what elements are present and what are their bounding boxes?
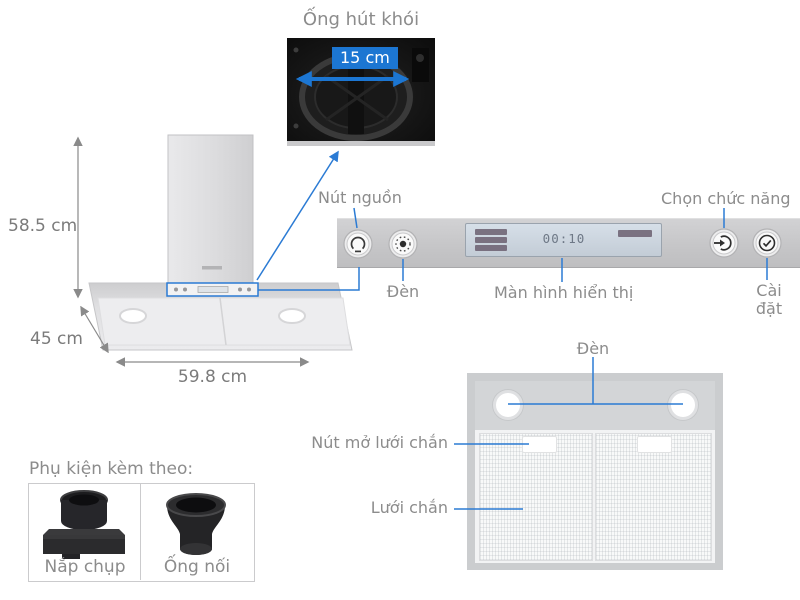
dimension-depth: 45 cm: [30, 329, 83, 349]
duct-pointer-line: [256, 150, 339, 281]
lcd-indicator-block: [475, 229, 507, 235]
underside-light-label: Đèn: [576, 339, 610, 358]
dimension-width: 59.8 cm: [177, 367, 248, 387]
accessory-cap-label: Nắp chụp: [44, 557, 126, 577]
hood-underside: [97, 297, 351, 346]
filter-release-latch-left: [522, 436, 557, 453]
accessory-connector-label: Ống nối: [163, 557, 231, 577]
panel-light-label: Đèn: [386, 282, 420, 301]
hood-canopy: [88, 282, 353, 351]
dimension-height: 58.5 cm: [8, 216, 78, 236]
canopy-lamp-right: [278, 308, 306, 324]
accessories-heading: Phụ kiện kèm theo:: [29, 459, 194, 479]
dimension-arrows: [73, 136, 310, 367]
lcd-indicator-block: [475, 237, 507, 243]
grease-filter-right: [595, 433, 712, 561]
filter-release-latch-right: [637, 436, 672, 453]
hood-chimney: [167, 134, 254, 284]
filter-label: Lưới chắn: [370, 498, 448, 517]
lcd-indicator-block: [618, 230, 652, 237]
function-button-label: Chọn chức năng: [661, 189, 791, 208]
display-label: Màn hình hiển thị: [494, 283, 634, 302]
power-button-label: Nút nguồn: [318, 188, 402, 207]
hood-control-strip: [166, 282, 259, 297]
hood-illustration: [88, 134, 353, 351]
filter-open-button-label: Nút mở lưới chắn: [311, 433, 448, 452]
hood-lamp-left: [493, 390, 523, 420]
duct-diameter-badge: 15 cm: [332, 47, 398, 69]
depth-arrow: [80, 305, 109, 354]
lcd-indicator-block: [475, 245, 507, 251]
lcd-display: 00:10: [465, 223, 662, 257]
hood-lamp-right: [668, 390, 698, 420]
accessories-divider: [140, 483, 141, 580]
brand-logo: [202, 266, 222, 270]
strip-to-panel-line: [258, 267, 360, 291]
duct-label: Ống hút khói: [302, 9, 420, 30]
lcd-time: 00:10: [542, 231, 586, 246]
canopy-lamp-left: [119, 308, 147, 324]
duct-photo-base: [287, 141, 435, 146]
grease-filter-left: [479, 433, 593, 561]
settings-button-label: Cài đặt: [755, 281, 783, 319]
